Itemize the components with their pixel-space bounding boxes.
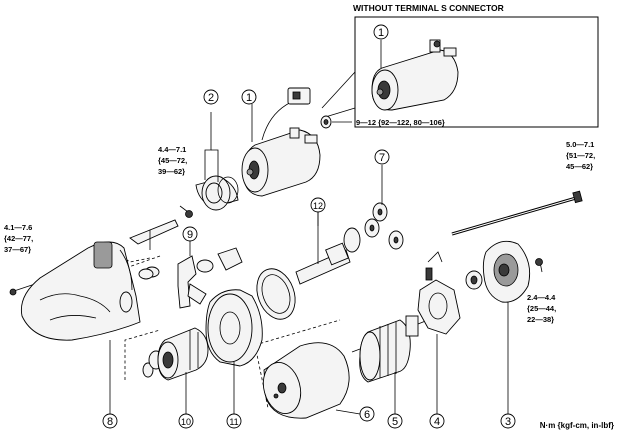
svg-text:12: 12: [313, 201, 323, 211]
solenoid-bolt: [179, 205, 193, 218]
lever-bracket: [129, 219, 179, 250]
callout-2: 2: [203, 89, 219, 105]
callout-8: 8: [102, 413, 118, 429]
torque-label-housing-bolt: 4.1—7.6 {42—77, 37—67}: [4, 223, 33, 254]
callout-5: 5: [387, 413, 403, 429]
svg-text:2: 2: [208, 92, 214, 104]
svg-text:1: 1: [246, 92, 252, 104]
callout-7: 7: [374, 149, 390, 165]
svg-text:4.1—7.6: 4.1—7.6: [4, 223, 32, 232]
end-frame-screw: [535, 258, 543, 273]
svg-text:{45—72,: {45—72,: [158, 156, 187, 165]
through-bolt: [451, 190, 583, 236]
svg-text:2.4—4.4: 2.4—4.4: [527, 293, 556, 302]
drive-lever: [177, 255, 207, 309]
svg-text:1: 1: [378, 27, 384, 39]
units-legend: N·m {kgf-cm, in-lbf}: [540, 421, 614, 430]
callout-9: 9: [182, 226, 198, 242]
callout-10: 10: [178, 413, 194, 429]
bushing: [138, 266, 160, 280]
svg-text:7: 7: [379, 152, 385, 164]
yoke: [262, 342, 350, 419]
callout-4: 4: [429, 413, 445, 429]
svg-text:4: 4: [434, 416, 440, 428]
callout-11: 11: [226, 413, 242, 429]
callout-12: 12: [310, 197, 326, 213]
svg-text:10: 10: [181, 417, 191, 427]
overrunning-clutch: [142, 327, 209, 381]
torque-label-terminal-nut: 9—12 {92—122, 80—106}: [356, 118, 445, 127]
svg-text:11: 11: [229, 417, 238, 427]
inset-box: [321, 16, 599, 128]
torque-label-solenoid-bolt: 4.4—7.1 {45—72, 39—62}: [158, 145, 187, 176]
callouts: 1 1 2 7 12 9 8 10: [102, 24, 516, 429]
svg-text:22—38}: 22—38}: [527, 315, 554, 324]
leader-lines: [109, 40, 509, 415]
svg-text:5.0—7.1: 5.0—7.1: [566, 140, 594, 149]
svg-text:{42—77,: {42—77,: [4, 234, 33, 243]
svg-text:4.4—7.1: 4.4—7.1: [158, 145, 186, 154]
terminal-nut: [320, 115, 352, 129]
internal-gear: [256, 268, 296, 320]
callout-1: 1: [241, 89, 257, 105]
planetary-gears: [364, 202, 404, 250]
inset-title: WITHOUT TERMINAL S CONNECTOR: [353, 3, 504, 13]
torque-label-end-frame-screw: 2.4—4.4 {25—44, 22—38}: [527, 293, 556, 324]
end-frame: [465, 240, 531, 303]
planet-carrier-shaft: [295, 210, 361, 285]
svg-text:8: 8: [107, 416, 113, 428]
svg-text:{51—72,: {51—72,: [566, 151, 595, 160]
armature: [351, 315, 429, 383]
gear-case: [205, 289, 263, 367]
svg-text:45—62}: 45—62}: [566, 162, 593, 171]
svg-text:{25—44,: {25—44,: [527, 304, 556, 313]
svg-text:3: 3: [505, 416, 511, 428]
svg-text:9: 9: [187, 229, 193, 241]
front-housing: [20, 241, 141, 341]
callout-3: 3: [500, 413, 516, 429]
svg-text:37—67}: 37—67}: [4, 245, 31, 254]
svg-text:39—62}: 39—62}: [158, 167, 185, 176]
brush-holder: [417, 251, 461, 335]
inset-solenoid: [371, 39, 459, 111]
callout-1-inset: 1: [373, 24, 389, 40]
torque-label-through-bolt: 5.0—7.1 {51—72, 45—62}: [566, 140, 595, 171]
svg-text:9—12 {92—122, 80—106}: 9—12 {92—122, 80—106}: [356, 118, 445, 127]
solenoid-switch: [241, 87, 321, 197]
svg-text:5: 5: [392, 416, 398, 428]
svg-text:6: 6: [364, 409, 370, 421]
lever-spring: [196, 247, 243, 273]
callout-6: 6: [359, 406, 375, 422]
gasket-plate: [195, 112, 239, 211]
